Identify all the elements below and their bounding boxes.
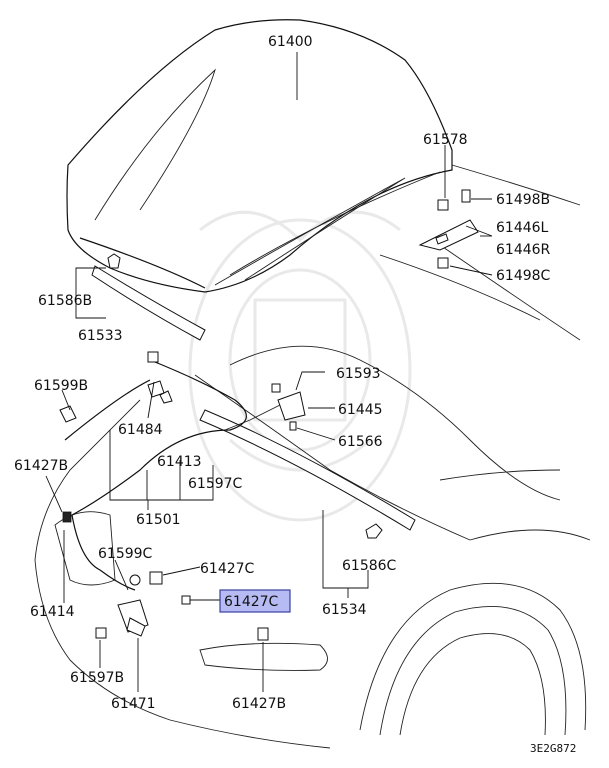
label-61586b[interactable]: 61586B bbox=[38, 293, 92, 309]
label-61414[interactable]: 61414 bbox=[30, 604, 75, 620]
label-61597b[interactable]: 61597B bbox=[70, 670, 124, 686]
hood-panel bbox=[66, 19, 453, 293]
part-61471-lock bbox=[62, 511, 269, 641]
part-61413-cable bbox=[59, 351, 247, 591]
label-61498b[interactable]: 61498B bbox=[496, 192, 550, 208]
label-61597c[interactable]: 61597C bbox=[188, 476, 243, 492]
label-61578[interactable]: 61578 bbox=[423, 132, 468, 148]
label-61484[interactable]: 61484 bbox=[118, 422, 163, 438]
label-61498c[interactable]: 61498C bbox=[496, 268, 551, 284]
label-61445[interactable]: 61445 bbox=[338, 402, 383, 418]
label-61501[interactable]: 61501 bbox=[136, 512, 181, 528]
label-61599c[interactable]: 61599C bbox=[98, 546, 153, 562]
label-61586c[interactable]: 61586C bbox=[342, 558, 397, 574]
part-61446-hinge bbox=[418, 189, 479, 269]
label-61400[interactable]: 61400 bbox=[268, 34, 313, 50]
label-61534[interactable]: 61534 bbox=[322, 602, 367, 618]
label-61593[interactable]: 61593 bbox=[336, 366, 381, 382]
part-labels: 61400 61578 61498B 61446L 61446R 61498C … bbox=[14, 34, 576, 755]
leader-lines bbox=[45, 52, 493, 692]
part-61533-weatherstrip bbox=[91, 253, 206, 341]
label-61427b-top[interactable]: 61427B bbox=[14, 458, 68, 474]
label-61427b-bottom[interactable]: 61427B bbox=[232, 696, 286, 712]
label-61533[interactable]: 61533 bbox=[78, 328, 123, 344]
highlight-box bbox=[219, 589, 291, 613]
diagram-code: 3E2G872 bbox=[530, 742, 576, 755]
watermark-emblem bbox=[188, 210, 412, 522]
label-61446l[interactable]: 61446L bbox=[496, 220, 549, 236]
label-61446r[interactable]: 61446R bbox=[496, 242, 551, 258]
label-61413[interactable]: 61413 bbox=[157, 454, 202, 470]
part-61534-weatherstrip bbox=[199, 409, 416, 539]
label-61427c-highlighted[interactable]: 61427C bbox=[224, 594, 279, 610]
label-61599b[interactable]: 61599B bbox=[34, 378, 88, 394]
part-61445-latch bbox=[224, 383, 306, 431]
label-61427c-upper[interactable]: 61427C bbox=[200, 561, 255, 577]
label-61471[interactable]: 61471 bbox=[111, 696, 156, 712]
label-61566[interactable]: 61566 bbox=[338, 434, 383, 450]
